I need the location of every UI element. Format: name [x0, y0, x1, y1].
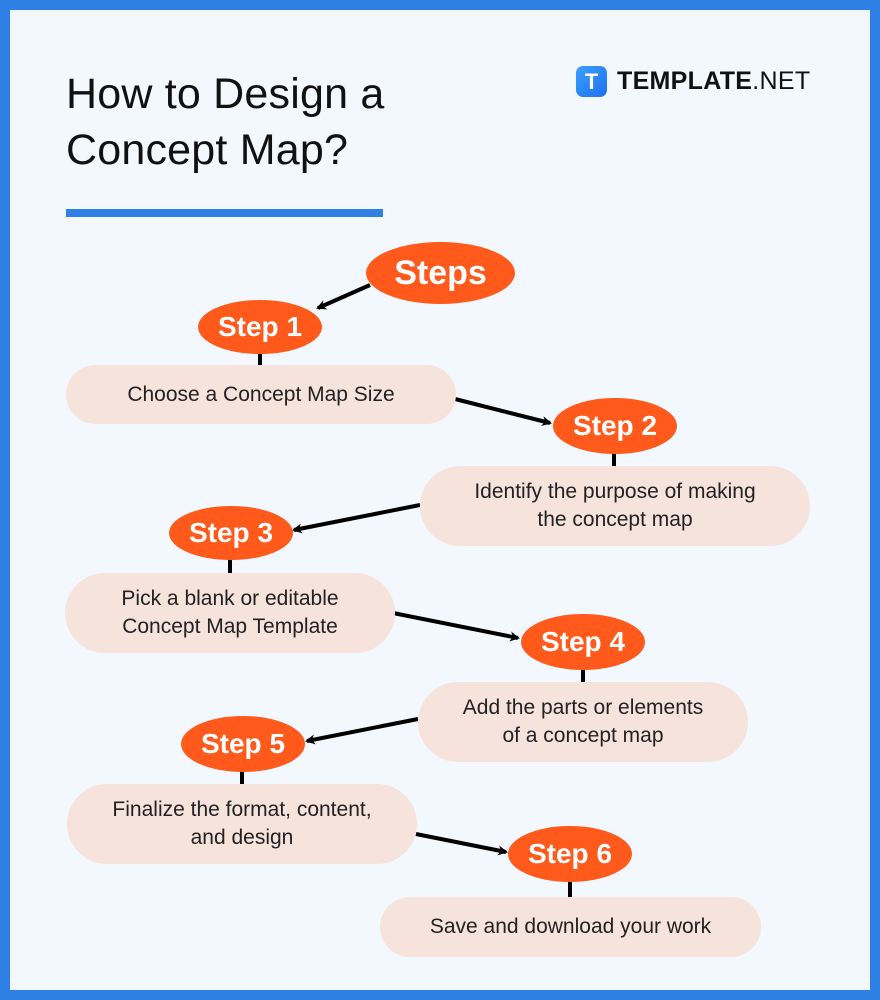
- root-node-label: Steps: [394, 253, 487, 292]
- step-6-description: Save and download your work: [380, 897, 761, 957]
- step-2-description: Identify the purpose of making the conce…: [420, 466, 810, 546]
- page-title: How to Design a Concept Map?: [66, 66, 385, 178]
- title-line-1: How to Design a: [66, 70, 385, 118]
- step-4-node: Step 4: [521, 614, 645, 670]
- step-1-description: Choose a Concept Map Size: [66, 365, 456, 424]
- brand-name: TEMPLATE.NET: [617, 67, 810, 96]
- step-6-label: Step 6: [527, 838, 613, 869]
- step-5-node: Step 5: [181, 716, 305, 772]
- step-4-description: Add the parts or elements of a concept m…: [418, 682, 748, 762]
- step-5-description: Finalize the format, content, and design: [67, 784, 417, 864]
- brand-logo: T TEMPLATE.NET: [576, 66, 810, 97]
- brand-name-bold: TEMPLATE: [617, 67, 753, 95]
- step-4-label: Step 4: [540, 626, 626, 657]
- step-3-description: Pick a blank or editable Concept Map Tem…: [65, 573, 395, 653]
- step-2-node: Step 2: [553, 398, 677, 454]
- step-1-label: Step 1: [217, 311, 303, 342]
- step-3-node: Step 3: [169, 506, 293, 560]
- step-2-label: Step 2: [572, 410, 658, 441]
- step-6-node: Step 6: [508, 826, 632, 882]
- step-3-label: Step 3: [188, 517, 274, 548]
- title-underline: [66, 209, 383, 217]
- step-5-label: Step 5: [200, 728, 286, 759]
- root-node-steps: Steps: [366, 242, 515, 304]
- step-1-node: Step 1: [198, 300, 322, 354]
- brand-name-suffix: .NET: [752, 67, 811, 95]
- title-line-2: Concept Map?: [66, 126, 349, 174]
- template-logo-icon: T: [576, 66, 607, 97]
